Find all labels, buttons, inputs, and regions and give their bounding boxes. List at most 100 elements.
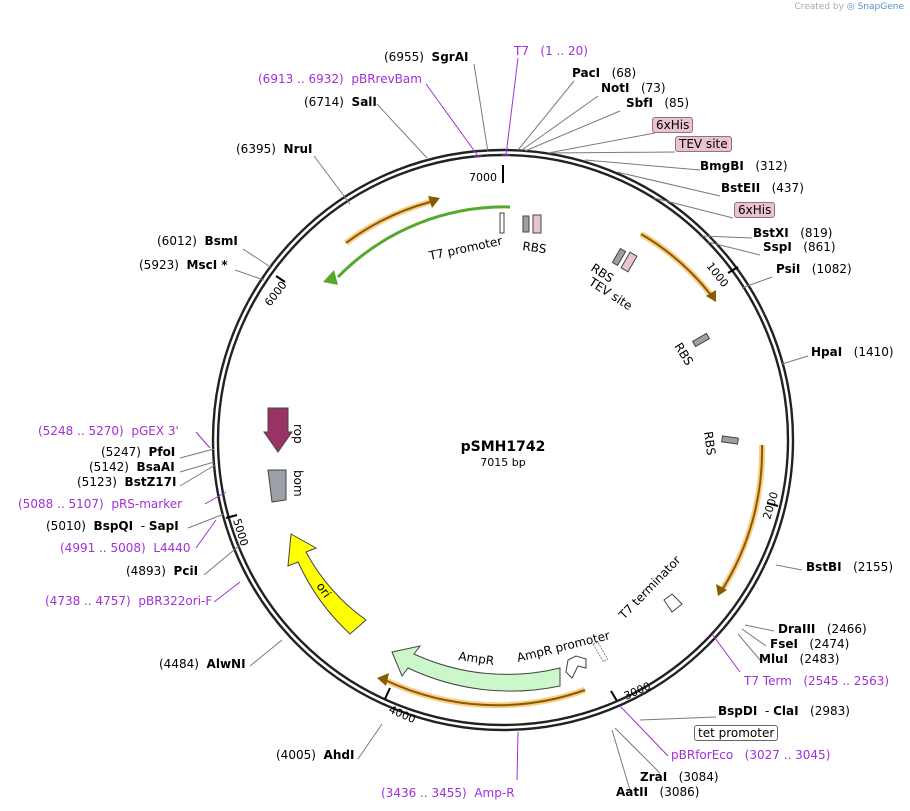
pos: (2983)	[810, 704, 850, 718]
site-draiii: DraIII (2466)	[778, 622, 867, 636]
name: MscI *	[186, 258, 228, 272]
name: HpaI	[811, 345, 843, 359]
tick-2000	[766, 502, 779, 507]
name: pBR322ori-F	[138, 594, 213, 608]
name: pBRforEco	[671, 748, 734, 762]
orange-feature-right-glow	[719, 444, 766, 592]
rbs-mark-4	[721, 435, 739, 445]
name: SspI	[763, 240, 792, 254]
name: AhdI	[323, 748, 355, 762]
tick-4000	[384, 687, 391, 700]
site-hpai: HpaI (1410)	[811, 345, 894, 359]
site-sbfi: SbfI (85)	[626, 96, 689, 110]
site-mlui: MluI (2483)	[759, 652, 839, 666]
name: BstXI	[753, 226, 789, 240]
rbs-mark-2	[611, 247, 627, 267]
site-bsaai: (5142) BsaAI	[89, 460, 175, 474]
name: AatII	[616, 785, 649, 799]
site-tev-site: TEV site	[675, 136, 732, 152]
name: 6xHis	[734, 202, 776, 218]
pos: (4484)	[159, 657, 199, 671]
pos: (5248 .. 5270)	[38, 424, 124, 438]
pos: (3436 .. 3455)	[381, 786, 467, 800]
name: AlwNI	[206, 657, 246, 671]
primer-leader-lines	[195, 57, 741, 781]
pos: (4893)	[126, 564, 166, 578]
pos: (4991 .. 5008)	[60, 541, 146, 555]
pos: (5123)	[77, 475, 117, 489]
tick-6000	[275, 275, 286, 283]
site-prsmarker: (5088 .. 5107) pRS-marker	[18, 497, 182, 511]
site-alwni: (4484) AlwNI	[159, 657, 246, 671]
pos: (4005)	[276, 748, 316, 762]
label-t7-terminator: T7 terminator	[615, 553, 683, 623]
orange-feature-top-left	[345, 201, 431, 244]
label-rbs-1: RBS	[522, 239, 548, 256]
pos: (5247)	[101, 445, 141, 459]
name: BsmI	[204, 234, 238, 248]
pos: (437)	[771, 181, 804, 195]
green-arrowhead	[323, 270, 338, 285]
pos: (2483)	[799, 652, 840, 666]
ampr-gene-arrow	[391, 645, 561, 692]
rbs-mark-1	[522, 215, 530, 233]
site-t7: T7 (1 .. 20)	[514, 44, 588, 58]
pos: (2155)	[853, 560, 893, 574]
orange-feature-top-right	[640, 233, 712, 296]
rbs-mark-3	[691, 332, 711, 348]
name: MluI	[759, 652, 789, 666]
pos: (85)	[664, 96, 690, 110]
backbone-outer-strand	[211, 148, 795, 732]
site-bstz17i: (5123) BstZ17I	[77, 475, 176, 489]
credit-prefix: Created by	[794, 2, 844, 12]
tick-5000	[225, 514, 238, 519]
site-bsteii: BstEII (437)	[721, 181, 804, 195]
name: BstBI	[806, 560, 842, 574]
rop-arrow	[263, 407, 293, 453]
site-6xhis-1: 6xHis	[652, 117, 694, 133]
extra: ClaI	[773, 704, 799, 718]
site-nrui: (6395) NruI	[236, 142, 313, 156]
pos: (2466)	[826, 622, 867, 636]
his-tag-mark	[532, 214, 542, 234]
pos: (312)	[755, 159, 788, 173]
pos: (2545 .. 2563)	[803, 674, 890, 688]
pos: (3027 .. 3045)	[744, 748, 831, 762]
name: pRS-marker	[111, 497, 183, 511]
name: DraIII	[778, 622, 816, 636]
snapgene-logo-icon: ◎	[846, 2, 855, 12]
site-sspi: SspI (861)	[763, 240, 836, 254]
plasmid-length: 7015 bp	[480, 456, 525, 469]
site-psii: PsiI (1082)	[776, 262, 852, 276]
orange-arrowhead-bottom	[377, 673, 389, 686]
site-pbrrevbam: (6913 .. 6932) pBRrevBam	[258, 72, 422, 86]
orange-arrowhead-right	[716, 584, 727, 596]
name: BmgBI	[700, 159, 744, 173]
pos: (4738 .. 4757)	[45, 594, 131, 608]
site-bstbi: BstBI (2155)	[806, 560, 893, 574]
name: pBRrevBam	[351, 72, 422, 86]
name: T7	[514, 44, 529, 58]
name: NruI	[283, 142, 313, 156]
tick-1000	[727, 266, 739, 274]
name: T7 Term	[744, 674, 792, 688]
site-l4440: (4991 .. 5008) L4440	[60, 541, 191, 555]
tick-label-3000: 3000	[622, 679, 653, 702]
t7-terminator-feature	[663, 593, 683, 613]
name: ZraI	[640, 770, 668, 784]
pos: (6714)	[304, 95, 344, 109]
pos: (5142)	[89, 460, 129, 474]
name: tet promoter	[694, 725, 779, 741]
site-pbr322ori: (4738 .. 4757) pBR322ori-F	[45, 594, 212, 608]
pos: (3084)	[678, 770, 719, 784]
site-pcii: (4893) PciI	[126, 564, 198, 578]
site-sali: (6714) SalI	[304, 95, 377, 109]
name: BsaAI	[136, 460, 175, 474]
pos: (68)	[611, 66, 637, 80]
name: PacI	[572, 66, 601, 80]
bom-feature	[267, 469, 287, 503]
name: TEV site	[675, 136, 732, 152]
name: BstEII	[721, 181, 761, 195]
site-bmgbi: BmgBI (312)	[700, 159, 788, 173]
